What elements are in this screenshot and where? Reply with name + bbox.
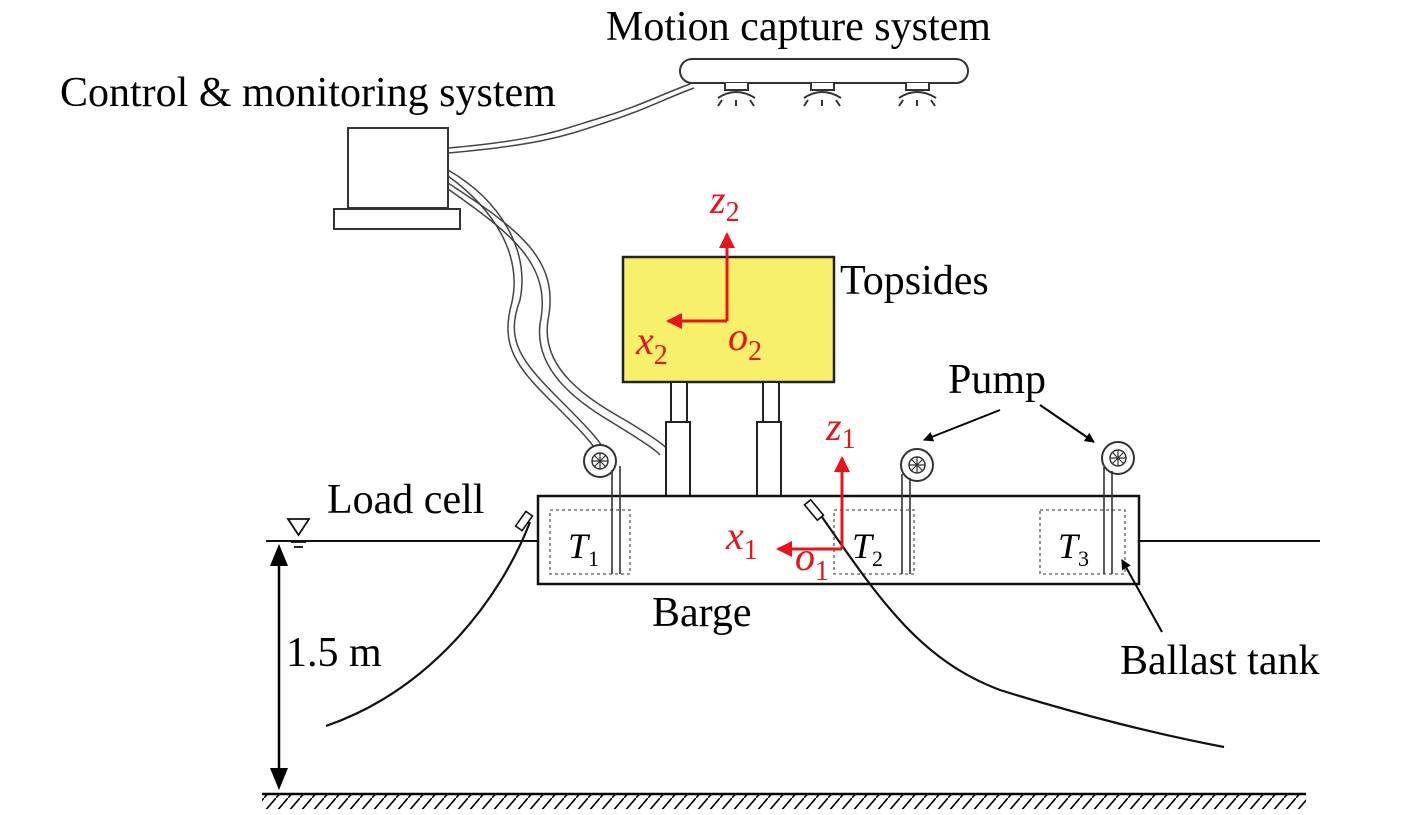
load-cell-label: Load cell (327, 477, 484, 523)
topsides-legs (665, 381, 782, 497)
camera-icon (803, 83, 842, 107)
ballast-tanks (549, 509, 1126, 575)
x2-label: x2 (635, 318, 668, 371)
x1-label: x1 (725, 513, 758, 566)
depth-label: 1.5 m (286, 630, 382, 676)
tank-3-label: T3 (1058, 526, 1089, 571)
z2-label: z2 (709, 177, 740, 228)
tank-1-label: T1 (568, 526, 599, 571)
control-monitoring-label: Control & monitoring system (60, 70, 556, 116)
camera-icon (898, 83, 937, 107)
tank-2-label: T2 (852, 526, 883, 571)
pump-icon (1101, 441, 1135, 574)
depth-arrowhead-top (270, 544, 288, 566)
o2-label: o2 (728, 314, 762, 367)
motion-capture-system (679, 58, 969, 107)
o1-label: o1 (795, 534, 829, 587)
z1-label: z1 (825, 404, 856, 455)
pump-arrows (923, 404, 1095, 443)
seabed-hatch (262, 792, 1306, 809)
computer-monitor-icon (333, 127, 461, 230)
ballast-tank-label: Ballast tank (1120, 638, 1319, 684)
topsides-axes (666, 232, 735, 329)
camera-icon (717, 83, 756, 107)
pump-icon (583, 444, 621, 574)
pump-label: Pump (948, 357, 1046, 403)
water-level-icon (286, 518, 311, 548)
mooring-lines (325, 516, 1225, 749)
barge-axes (776, 456, 850, 557)
ballast-tank-arrow (1121, 559, 1163, 633)
barge-label: Barge (652, 590, 752, 636)
motion-capture-label: Motion capture system (606, 4, 991, 50)
pump-icon (900, 448, 934, 574)
topsides-label: Topsides (840, 258, 989, 304)
cables (447, 83, 695, 456)
load-cell-icon (514, 498, 825, 532)
depth-arrowhead-bottom (270, 768, 288, 790)
